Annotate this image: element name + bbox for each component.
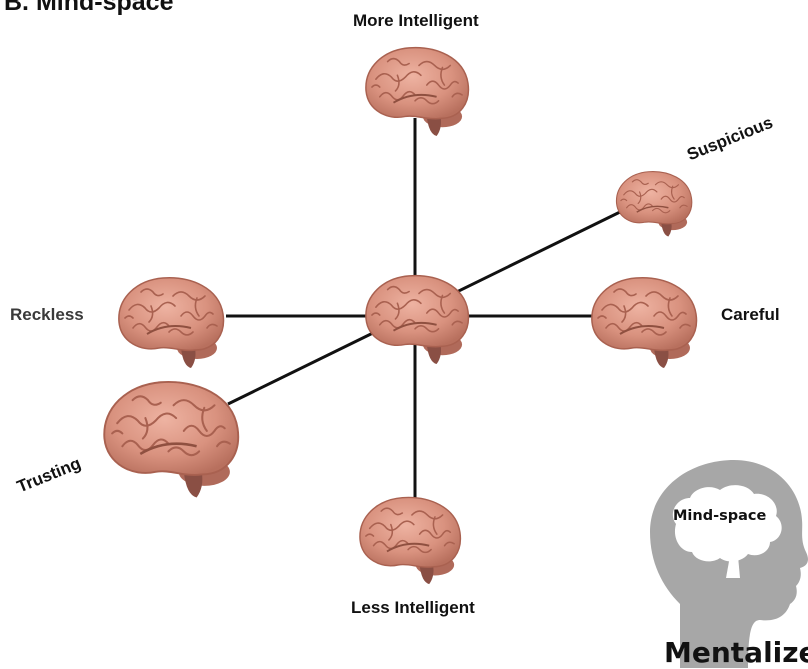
brain-center [366, 276, 469, 364]
axis-label-bottom: Less Intelligent [351, 598, 475, 618]
brain-right [592, 278, 697, 368]
brain-upper-right [616, 172, 691, 237]
axis-label-top: More Intelligent [353, 11, 479, 31]
mind-space-bubble-label: Mind-space [673, 508, 766, 524]
brain-lower-left [104, 382, 238, 497]
brain-top [366, 48, 469, 136]
axis-label-left: Reckless [10, 305, 84, 325]
mentalizer-caption: Mentalizer [664, 636, 808, 669]
brain-left [119, 278, 224, 368]
brain-bottom [360, 497, 460, 584]
axis-label-right: Careful [721, 305, 780, 325]
